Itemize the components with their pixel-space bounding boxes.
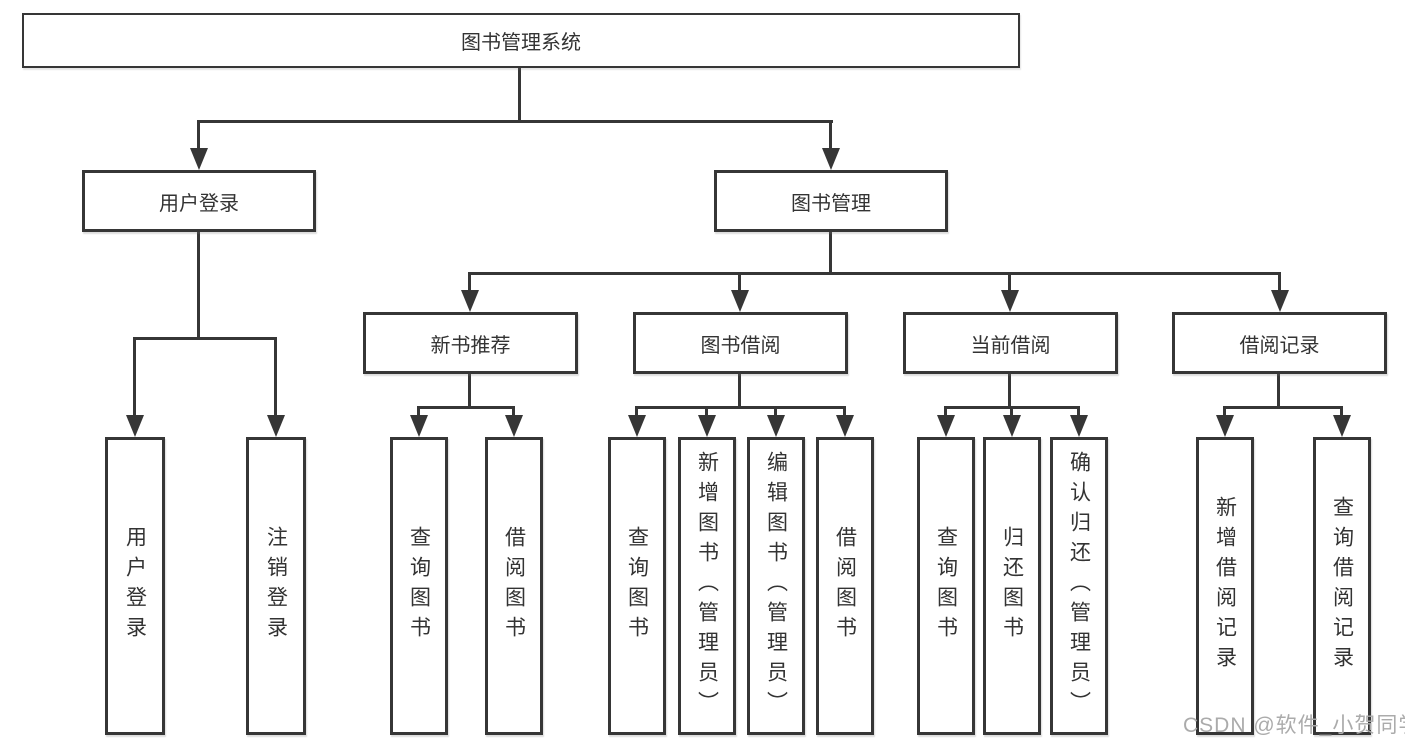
- arrow-down-icon: [1001, 290, 1019, 312]
- connector-g2-rail: [635, 406, 846, 409]
- connector-g3-stem: [1008, 374, 1011, 409]
- leaf-borrow-books-1: 借阅图书: [485, 437, 543, 735]
- connector-g1-drop-2: [512, 406, 515, 418]
- csdn-watermark: CSDN @软件_小贺同学: [1183, 714, 1405, 737]
- connector-bookmgmt-drop-3: [1008, 272, 1011, 292]
- leaf-query-borrow-record: 查询借阅记录: [1313, 437, 1371, 735]
- connector-bookmgmt-drop-2: [738, 272, 741, 292]
- arrow-down-icon: [505, 415, 523, 437]
- leaf-add-borrow-record: 新增借阅记录: [1196, 437, 1254, 735]
- leaf-logout: 注销登录: [246, 437, 306, 735]
- connector-g3-drop-3: [1077, 406, 1080, 418]
- leaf-return-book-label: 归还图书: [1000, 526, 1024, 646]
- arrow-down-icon: [628, 415, 646, 437]
- arrow-down-icon: [822, 148, 840, 170]
- arrow-down-icon: [1003, 415, 1021, 437]
- node-new-book-recommend-label: 新书推荐: [430, 334, 511, 357]
- arrow-down-icon: [1216, 415, 1234, 437]
- connector-g2-stem: [738, 374, 741, 409]
- connector-userlogin-drop-2: [274, 337, 277, 417]
- leaf-query-books-3-label: 查询图书: [934, 526, 958, 646]
- leaf-edit-book-admin-label: 编辑图书（管理员）: [764, 451, 788, 721]
- arrow-down-icon: [836, 415, 854, 437]
- arrow-down-icon: [190, 148, 208, 170]
- node-user-login-label: 用户登录: [159, 192, 239, 215]
- leaf-confirm-return-admin: 确认归还（管理员）: [1050, 437, 1108, 735]
- arrow-down-icon: [767, 415, 785, 437]
- arrow-down-icon: [461, 290, 479, 312]
- arrow-down-icon: [126, 415, 144, 437]
- leaf-edit-book-admin: 编辑图书（管理员）: [747, 437, 805, 735]
- node-new-book-recommend: 新书推荐: [363, 312, 578, 374]
- leaf-logout-label: 注销登录: [264, 526, 288, 646]
- connector-bookmgmt-drop-1: [468, 272, 471, 292]
- connector-userlogin-rail: [133, 337, 277, 340]
- connector-g1-rail: [417, 406, 515, 409]
- leaf-query-books-1-label: 查询图书: [407, 526, 431, 646]
- connector-g3-drop-1: [944, 406, 947, 418]
- connector-root-rail: [197, 120, 833, 123]
- arrow-down-icon: [267, 415, 285, 437]
- arrow-down-icon: [410, 415, 428, 437]
- connector-g4-drop-1: [1223, 406, 1226, 418]
- leaf-add-book-admin-label: 新增图书（管理员）: [695, 451, 719, 721]
- leaf-borrow-books-1-label: 借阅图书: [502, 526, 526, 646]
- leaf-query-books-1: 查询图书: [390, 437, 448, 735]
- connector-userlogin-drop-1: [133, 337, 136, 417]
- connector-g2-drop-3: [774, 406, 777, 418]
- leaf-borrow-books-2: 借阅图书: [816, 437, 874, 735]
- leaf-query-books-3: 查询图书: [917, 437, 975, 735]
- connector-root-drop-1: [197, 120, 200, 150]
- node-borrow-records-label: 借阅记录: [1239, 334, 1320, 357]
- node-book-borrow: 图书借阅: [633, 312, 848, 374]
- connector-g4-stem: [1277, 374, 1280, 409]
- leaf-confirm-return-admin-label: 确认归还（管理员）: [1067, 451, 1091, 721]
- connector-root-stem: [518, 68, 521, 120]
- arrow-down-icon: [1070, 415, 1088, 437]
- leaf-user-login: 用户登录: [105, 437, 165, 735]
- connector-g1-drop-1: [417, 406, 420, 418]
- connector-g1-stem: [468, 374, 471, 409]
- node-root-label: 图书管理系统: [461, 32, 581, 54]
- arrow-down-icon: [1333, 415, 1351, 437]
- connector-g4-rail: [1223, 406, 1343, 409]
- node-current-borrow: 当前借阅: [903, 312, 1118, 374]
- connector-root-drop-2: [829, 120, 832, 150]
- connector-g3-drop-2: [1010, 406, 1013, 418]
- node-book-borrow-label: 图书借阅: [700, 334, 781, 357]
- arrow-down-icon: [731, 290, 749, 312]
- node-book-management: 图书管理: [714, 170, 948, 232]
- connector-g2-drop-2: [705, 406, 708, 418]
- connector-bookmgmt-stem: [829, 232, 832, 272]
- arrow-down-icon: [937, 415, 955, 437]
- connector-bookmgmt-drop-4: [1278, 272, 1281, 292]
- node-user-login: 用户登录: [82, 170, 316, 232]
- connector-g4-drop-2: [1340, 406, 1343, 418]
- connector-g2-drop-4: [843, 406, 846, 418]
- leaf-add-borrow-record-label: 新增借阅记录: [1213, 496, 1237, 676]
- arrow-down-icon: [698, 415, 716, 437]
- leaf-query-borrow-record-label: 查询借阅记录: [1330, 496, 1354, 676]
- leaf-user-login-label: 用户登录: [123, 526, 147, 646]
- node-current-borrow-label: 当前借阅: [970, 334, 1051, 357]
- connector-userlogin-stem: [197, 232, 200, 337]
- leaf-borrow-books-2-label: 借阅图书: [833, 526, 857, 646]
- arrow-down-icon: [1271, 290, 1289, 312]
- leaf-query-books-2-label: 查询图书: [625, 526, 649, 646]
- node-borrow-records: 借阅记录: [1172, 312, 1387, 374]
- connector-g2-drop-1: [635, 406, 638, 418]
- leaf-return-book: 归还图书: [983, 437, 1041, 735]
- node-book-management-label: 图书管理: [791, 192, 871, 215]
- leaf-add-book-admin: 新增图书（管理员）: [678, 437, 736, 735]
- connector-bookmgmt-rail: [468, 272, 1281, 275]
- node-root: 图书管理系统: [22, 13, 1020, 68]
- leaf-query-books-2: 查询图书: [608, 437, 666, 735]
